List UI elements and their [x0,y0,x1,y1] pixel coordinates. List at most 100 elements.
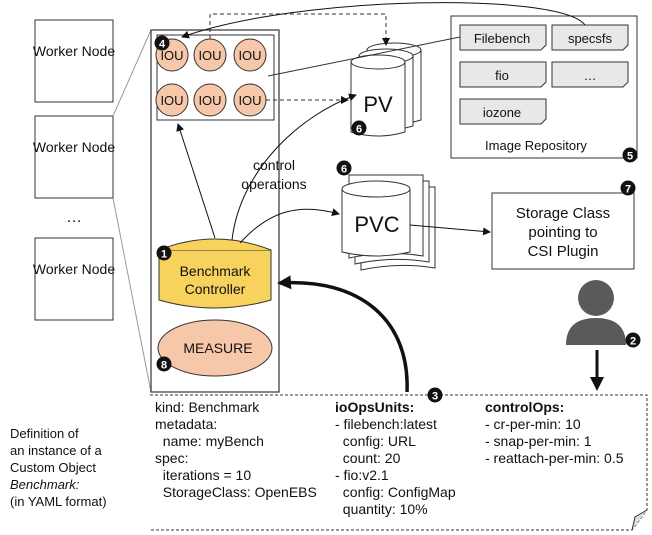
iou-label: IOU [160,48,183,63]
svg-text:iozone: iozone [483,105,521,120]
arrow-controller-to-pvc [239,208,340,244]
arrow-repo-to-iou [181,2,586,39]
svg-text:Storage Class: Storage Class [516,205,610,222]
yaml-line: config: URL [335,433,416,449]
yaml-line: - reattach-per-min: 0.5 [485,450,624,466]
badge-7: 7 [620,180,636,196]
yaml-definition-box [150,394,648,531]
control-operations-label-line1: control [253,157,295,173]
iou-label: IOU [238,48,261,63]
benchmark-controller: Benchmark Controller [158,238,272,309]
svg-text:Benchmark:: Benchmark: [10,477,80,492]
image-fio: fio [459,61,547,88]
yaml-column-3: controlOps: - cr-per-min: 10 - snap-per-… [485,399,624,466]
badge-6-pv: 6 [351,120,367,136]
image-filebench: Filebench [459,24,547,51]
badge-4: 4 [154,35,170,51]
badge-6-pvc: 6 [336,160,352,176]
control-operations-label-line2: operations [241,176,306,192]
yaml-heading: ioOpsUnits: [335,399,414,415]
svg-text:fio: fio [495,68,509,83]
iou-label: IOU [198,93,221,108]
pvc-label: PVC [354,212,399,237]
svg-text:specsfs: specsfs [568,31,613,46]
badge-5: 5 [622,147,638,163]
image-repository: Filebench specsfs fio … iozone Image Rep… [450,15,638,159]
iou-label: IOU [198,48,221,63]
yaml-line: iterations = 10 [155,467,251,483]
image-iozone: iozone [459,98,547,125]
svg-text:pointing to: pointing to [528,224,597,241]
iou-circle [155,83,189,117]
controller-label-line2: Controller [185,281,246,297]
storage-class: Storage Class pointing to CSI Plugin [491,192,635,270]
arrow-pvc-to-storage-class [409,224,491,236]
measure-label: MEASURE [183,340,252,356]
worker-node-2: Worker Node [33,115,115,199]
yaml-column-2: ioOpsUnits: - filebench:latest config: U… [335,399,456,517]
arrow-yaml-to-controller [277,275,409,393]
yaml-line: quantity: 10% [335,501,428,517]
expansion-line-top [112,29,152,117]
badge-3: 3 [427,387,443,403]
svg-text:Custom Object: Custom Object [10,460,96,475]
definition-caption: Definition of an instance of a Custom Ob… [10,426,107,509]
svg-text:8: 8 [161,360,167,372]
controller-label-line1: Benchmark [180,263,252,279]
arrow-controller-to-pv [231,93,357,241]
yaml-line: StorageClass: OpenEBS [155,484,317,500]
worker-ellipsis: … [66,209,82,226]
badge-1: 1 [156,245,172,261]
node-container [150,29,280,393]
yaml-heading: controlOps: [485,399,564,415]
image-ellipsis: … [551,61,629,88]
svg-text:6: 6 [356,124,362,136]
iou-group: IOU IOU IOU IOU IOU IOU [155,38,267,117]
svg-text:CSI Plugin: CSI Plugin [528,243,599,260]
pvc-stack: PVC [341,174,436,271]
line-filebench-to-iou [267,36,461,77]
yaml-column-1: kind: Benchmark metadata: name: myBench … [155,399,317,500]
worker-node-3-label: Worker Node [33,261,115,277]
iou-circle [233,38,267,72]
pv-label: PV [363,92,393,117]
svg-text:4: 4 [159,39,166,51]
yaml-line: - snap-per-min: 1 [485,433,592,449]
svg-text:an instance of a: an instance of a [10,443,103,458]
measure: MEASURE [157,319,273,377]
image-repository-title: Image Repository [485,138,587,153]
worker-node-3: Worker Node [33,237,115,321]
yaml-line: - fio:v2.1 [335,467,389,483]
yaml-line: metadata: [155,416,217,432]
iou-label: IOU [238,93,261,108]
svg-text:Definition of: Definition of [10,426,79,441]
badge-2: 2 [625,332,641,348]
svg-text:1: 1 [161,249,167,261]
iou-pool-box [156,34,275,121]
svg-text:2: 2 [630,336,636,348]
arrow-controller-to-iou [176,123,216,239]
iou-label: IOU [160,93,183,108]
image-specsfs: specsfs [551,24,629,51]
svg-text:5: 5 [627,151,633,163]
svg-text:7: 7 [625,184,631,196]
worker-node-1-label: Worker Node [33,43,115,59]
pv-stack: PV [350,42,422,137]
badge-8: 8 [156,356,172,372]
worker-node-2-label: Worker Node [33,139,115,155]
user-icon [566,280,626,345]
yaml-line: - cr-per-min: 10 [485,416,581,432]
svg-text:(in YAML format): (in YAML format) [10,494,107,509]
svg-text:6: 6 [341,164,347,176]
worker-node-1: Worker Node [33,19,115,103]
svg-text:3: 3 [432,391,438,403]
yaml-line: config: ConfigMap [335,484,456,500]
yaml-line: spec: [155,450,188,466]
iou-circle [193,83,227,117]
svg-text:Filebench: Filebench [474,31,530,46]
yaml-line: - filebench:latest [335,416,437,432]
yaml-line: kind: Benchmark [155,399,260,415]
yaml-line: count: 20 [335,450,401,466]
expansion-line-bottom [112,197,152,393]
